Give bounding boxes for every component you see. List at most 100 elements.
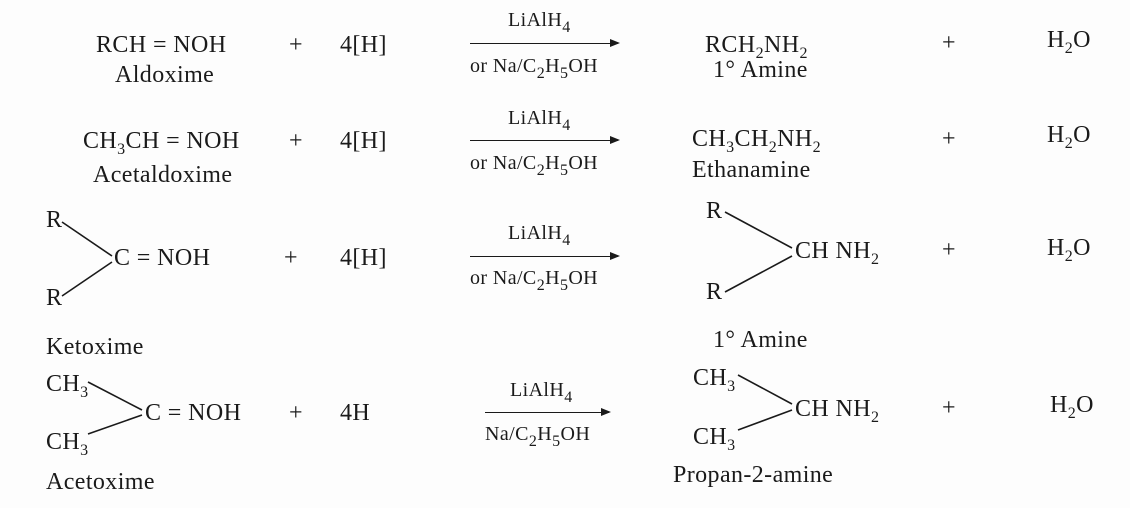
plus-sign: + xyxy=(942,395,956,421)
text-part: LiAlH xyxy=(508,107,563,129)
text-part: Na/C xyxy=(485,423,529,445)
reactant-core: C = NOH xyxy=(114,245,211,271)
bond xyxy=(61,261,113,297)
text-part: RCH xyxy=(705,32,756,58)
plus-sign: + xyxy=(942,237,956,263)
text-part: 2 xyxy=(528,433,538,450)
bond xyxy=(737,374,793,405)
catalyst-below: or Na/C2H5OH xyxy=(470,264,598,294)
reactant-name: Aldoxime xyxy=(115,62,215,88)
methyl-group: CH3 xyxy=(693,423,736,454)
text-part: CH xyxy=(734,126,769,152)
text-part: CH NH xyxy=(795,238,872,264)
text-part: 4 xyxy=(562,117,571,134)
text-part: O xyxy=(1073,122,1091,148)
text-part: OH xyxy=(568,55,599,77)
text-part: H xyxy=(545,55,560,77)
text-part: 5 xyxy=(559,277,569,294)
reaction-arrow xyxy=(470,38,620,47)
catalyst-above: LiAlH4 xyxy=(510,376,573,406)
text-part: 4 xyxy=(564,389,573,406)
text-part: or Na/C xyxy=(470,267,537,289)
water: H2O xyxy=(1047,121,1091,152)
text-part: CH xyxy=(46,429,81,455)
text-part: 2 xyxy=(768,139,778,156)
text-part: 2 xyxy=(1067,405,1077,422)
reactant-formula: RCH = NOH xyxy=(96,32,227,58)
text-part: H xyxy=(1047,122,1065,148)
text-part: 2 xyxy=(799,45,808,62)
catalyst-below: or Na/C2H5OH xyxy=(470,149,598,179)
catalyst-below: or Na/C2H5OH xyxy=(470,52,598,82)
bond xyxy=(737,409,793,431)
reactant-name: Acetaldoxime xyxy=(93,162,233,188)
text-part: 3 xyxy=(726,139,735,156)
text-part: H xyxy=(1047,27,1065,53)
text-part: LiAlH xyxy=(508,222,563,244)
text-part: O xyxy=(1076,392,1094,418)
text-part: NH xyxy=(763,32,800,58)
text-part: CH xyxy=(693,365,728,391)
text-part: 2 xyxy=(871,409,880,426)
methyl-group: CH3 xyxy=(46,428,89,459)
text-part: 2 xyxy=(1064,135,1074,152)
text-part: or Na/C xyxy=(470,152,537,174)
text-part: 2 xyxy=(1064,248,1074,265)
catalyst-above: LiAlH4 xyxy=(508,219,571,249)
reactant-formula: CH3CH = NOH xyxy=(83,127,240,158)
plus-sign: + xyxy=(942,30,956,56)
water: H2O xyxy=(1047,234,1091,265)
text-part: 5 xyxy=(559,65,569,82)
text-part: 3 xyxy=(727,378,736,395)
product-name: Ethanamine xyxy=(692,157,811,183)
plus-sign: + xyxy=(942,126,956,152)
text-part: NH xyxy=(777,126,813,152)
text-part: O xyxy=(1073,235,1091,261)
product-formula: CH NH2 xyxy=(795,237,879,268)
product-formula: CH NH2 xyxy=(795,395,879,426)
r-group: R xyxy=(46,285,63,311)
methyl-group: CH3 xyxy=(46,370,89,401)
text-part: 2 xyxy=(755,45,764,62)
text-part: 2 xyxy=(871,251,880,268)
product-name: 1° Amine xyxy=(713,327,808,353)
text-part: CH xyxy=(692,126,727,152)
product-formula: CH3CH2NH2 xyxy=(692,125,821,156)
text-part: 4 xyxy=(562,232,571,249)
reaction-arrow xyxy=(470,251,620,260)
bond xyxy=(724,211,793,249)
text-part: H xyxy=(1047,235,1065,261)
text-part: O xyxy=(1073,27,1091,53)
text-part: CH xyxy=(83,128,118,154)
text-part: LiAlH xyxy=(510,379,565,401)
water: H2O xyxy=(1047,26,1091,57)
r-group: R xyxy=(706,279,723,305)
text-part: 5 xyxy=(552,433,561,450)
text-part: 5 xyxy=(559,162,569,179)
text-part: LiAlH xyxy=(508,9,563,31)
reaction-arrow xyxy=(485,407,611,416)
reactant-core: C = NOH xyxy=(145,400,242,426)
text-part: H xyxy=(537,423,553,445)
text-part: OH xyxy=(560,423,591,445)
bond xyxy=(87,414,143,435)
text-part: OH xyxy=(568,152,599,174)
reactant-name: Acetoxime xyxy=(46,469,155,495)
text-part: 3 xyxy=(80,384,89,401)
plus-sign: + xyxy=(289,32,303,58)
text-part: 2 xyxy=(1064,40,1074,57)
hydrogen-reagent: 4[H] xyxy=(340,32,387,58)
hydrogen-reagent: 4H xyxy=(340,400,371,426)
product-formula: RCH2NH2 xyxy=(705,31,808,62)
text-part: CH NH xyxy=(795,396,872,422)
text-part: 4 xyxy=(562,19,571,36)
text-part: H xyxy=(545,267,560,289)
plus-sign: + xyxy=(284,245,298,271)
catalyst-below: Na/C2H5OH xyxy=(485,420,590,450)
water: H2O xyxy=(1050,391,1094,422)
plus-sign: + xyxy=(289,128,303,154)
r-group: R xyxy=(706,198,723,224)
reactant-name: Ketoxime xyxy=(46,334,144,360)
text-part: OH xyxy=(568,267,599,289)
